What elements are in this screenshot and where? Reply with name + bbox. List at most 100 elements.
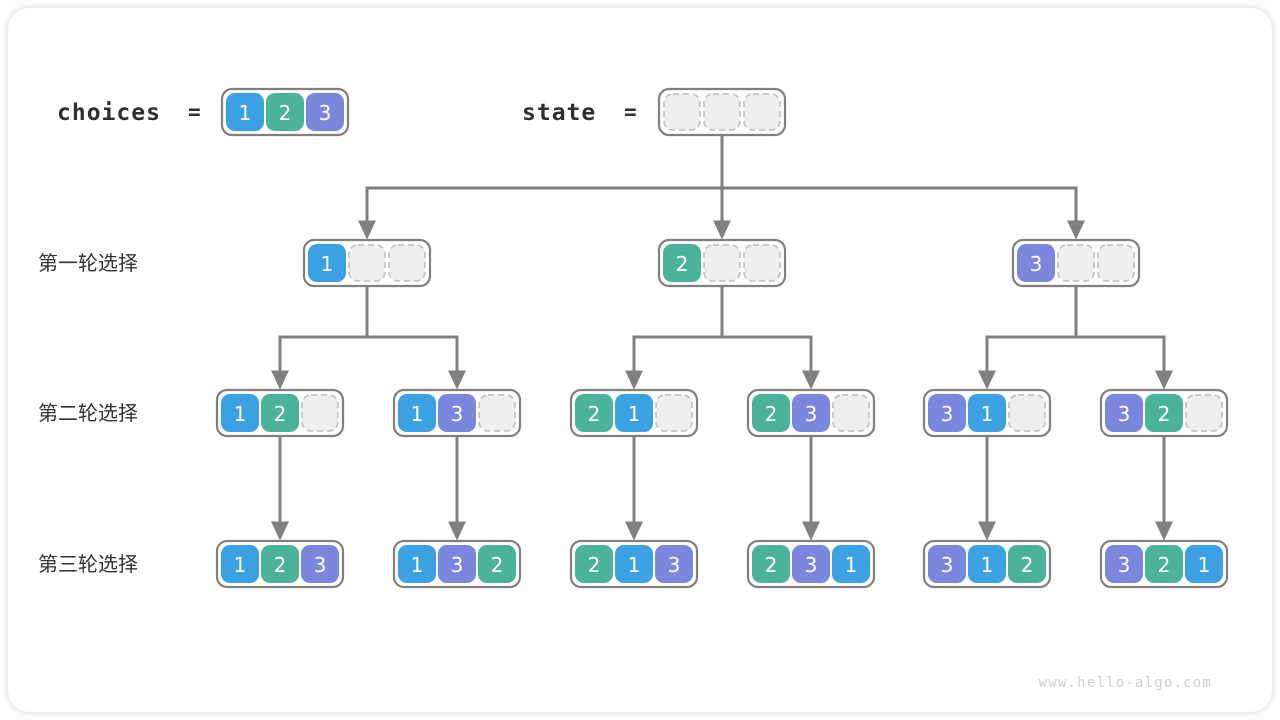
cell-filled <box>1185 545 1223 583</box>
cell-value: 1 <box>628 553 641 577</box>
state-array <box>657 87 787 137</box>
cell-value: 3 <box>1118 553 1131 577</box>
edge <box>271 287 369 390</box>
cell-value: 2 <box>1158 402 1171 426</box>
edge <box>720 136 1085 240</box>
cell-value: 1 <box>234 553 247 577</box>
cell-value: 1 <box>628 402 641 426</box>
cell-empty <box>388 244 426 282</box>
cell-value: 1 <box>981 402 994 426</box>
cell-filled <box>792 394 830 432</box>
cell-filled <box>615 394 653 432</box>
cell-filled <box>968 545 1006 583</box>
cell-empty <box>832 394 870 432</box>
node-r1-c1: 1 <box>302 238 432 288</box>
row-label-3: 第三轮选择 <box>38 552 138 576</box>
cell-empty <box>703 93 741 131</box>
cell-empty <box>743 244 781 282</box>
edge <box>720 287 820 390</box>
cell-value: 1 <box>981 553 994 577</box>
cell-filled <box>575 545 613 583</box>
cell-filled <box>575 394 613 432</box>
cell-empty <box>301 394 339 432</box>
edge <box>365 287 466 390</box>
text-labels: choices=state=第一轮选择第二轮选择第三轮选择www.hello-a… <box>38 100 1212 691</box>
cell-value: 2 <box>765 402 778 426</box>
cell-value: 3 <box>319 101 332 125</box>
cell-empty <box>1185 394 1223 432</box>
node-r3-c6: 3 2 1 <box>1099 539 1229 589</box>
cell-value: 2 <box>676 252 689 276</box>
cell-value: 3 <box>1118 402 1131 426</box>
cell-value: 1 <box>411 553 424 577</box>
cell-value: 3 <box>1030 252 1043 276</box>
cell-filled <box>968 394 1006 432</box>
cell-filled <box>398 394 436 432</box>
cell-value: 1 <box>321 252 334 276</box>
cell-value: 1 <box>845 553 858 577</box>
row-label-1: 第一轮选择 <box>38 251 138 275</box>
cell-filled <box>655 545 693 583</box>
cell-filled <box>308 244 346 282</box>
cell-filled <box>615 545 653 583</box>
cell-filled <box>752 545 790 583</box>
cell-value: 2 <box>588 402 601 426</box>
cell-empty <box>1008 394 1046 432</box>
cell-filled <box>752 394 790 432</box>
cell-value: 3 <box>805 553 818 577</box>
cell-filled <box>221 545 259 583</box>
cell-filled <box>221 394 259 432</box>
cell-value: 1 <box>1198 553 1211 577</box>
cell-value: 3 <box>805 402 818 426</box>
cell-filled <box>928 545 966 583</box>
choices-label: choices <box>57 100 161 126</box>
choices-equals: = <box>188 100 201 124</box>
edge <box>358 136 724 240</box>
node-r1-c2: 2 <box>657 238 787 288</box>
cell-value: 3 <box>451 402 464 426</box>
watermark: www.hello-algo.com <box>1039 675 1212 691</box>
cell-filled <box>1017 244 1055 282</box>
cell-value: 2 <box>765 553 778 577</box>
cell-value: 3 <box>941 553 954 577</box>
cell-filled <box>438 394 476 432</box>
cell-value: 3 <box>314 553 327 577</box>
cell-value: 2 <box>588 553 601 577</box>
cell-empty <box>348 244 386 282</box>
cell-empty <box>1097 244 1135 282</box>
cell-filled <box>663 244 701 282</box>
cell-value: 1 <box>234 402 247 426</box>
diagram-card <box>8 8 1272 712</box>
cell-value: 2 <box>274 553 287 577</box>
cell-filled <box>478 545 516 583</box>
node-r1-c3: 3 <box>1011 238 1141 288</box>
cell-empty <box>743 93 781 131</box>
cell-filled <box>266 93 304 131</box>
node-r3-c1: 1 2 3 <box>215 539 345 589</box>
row-label-2: 第二轮选择 <box>38 401 138 425</box>
cell-empty <box>663 93 701 131</box>
cell-filled <box>261 394 299 432</box>
cell-filled <box>398 545 436 583</box>
cell-value: 3 <box>668 553 681 577</box>
cell-filled <box>1145 394 1183 432</box>
cell-value: 2 <box>279 101 292 125</box>
cell-filled <box>792 545 830 583</box>
cell-value: 2 <box>1158 553 1171 577</box>
cell-value: 3 <box>941 402 954 426</box>
edge <box>978 287 1078 390</box>
node-r3-c4: 2 3 1 <box>746 539 876 589</box>
cell-value: 2 <box>491 553 504 577</box>
cell-empty <box>478 394 516 432</box>
cell-empty <box>655 394 693 432</box>
